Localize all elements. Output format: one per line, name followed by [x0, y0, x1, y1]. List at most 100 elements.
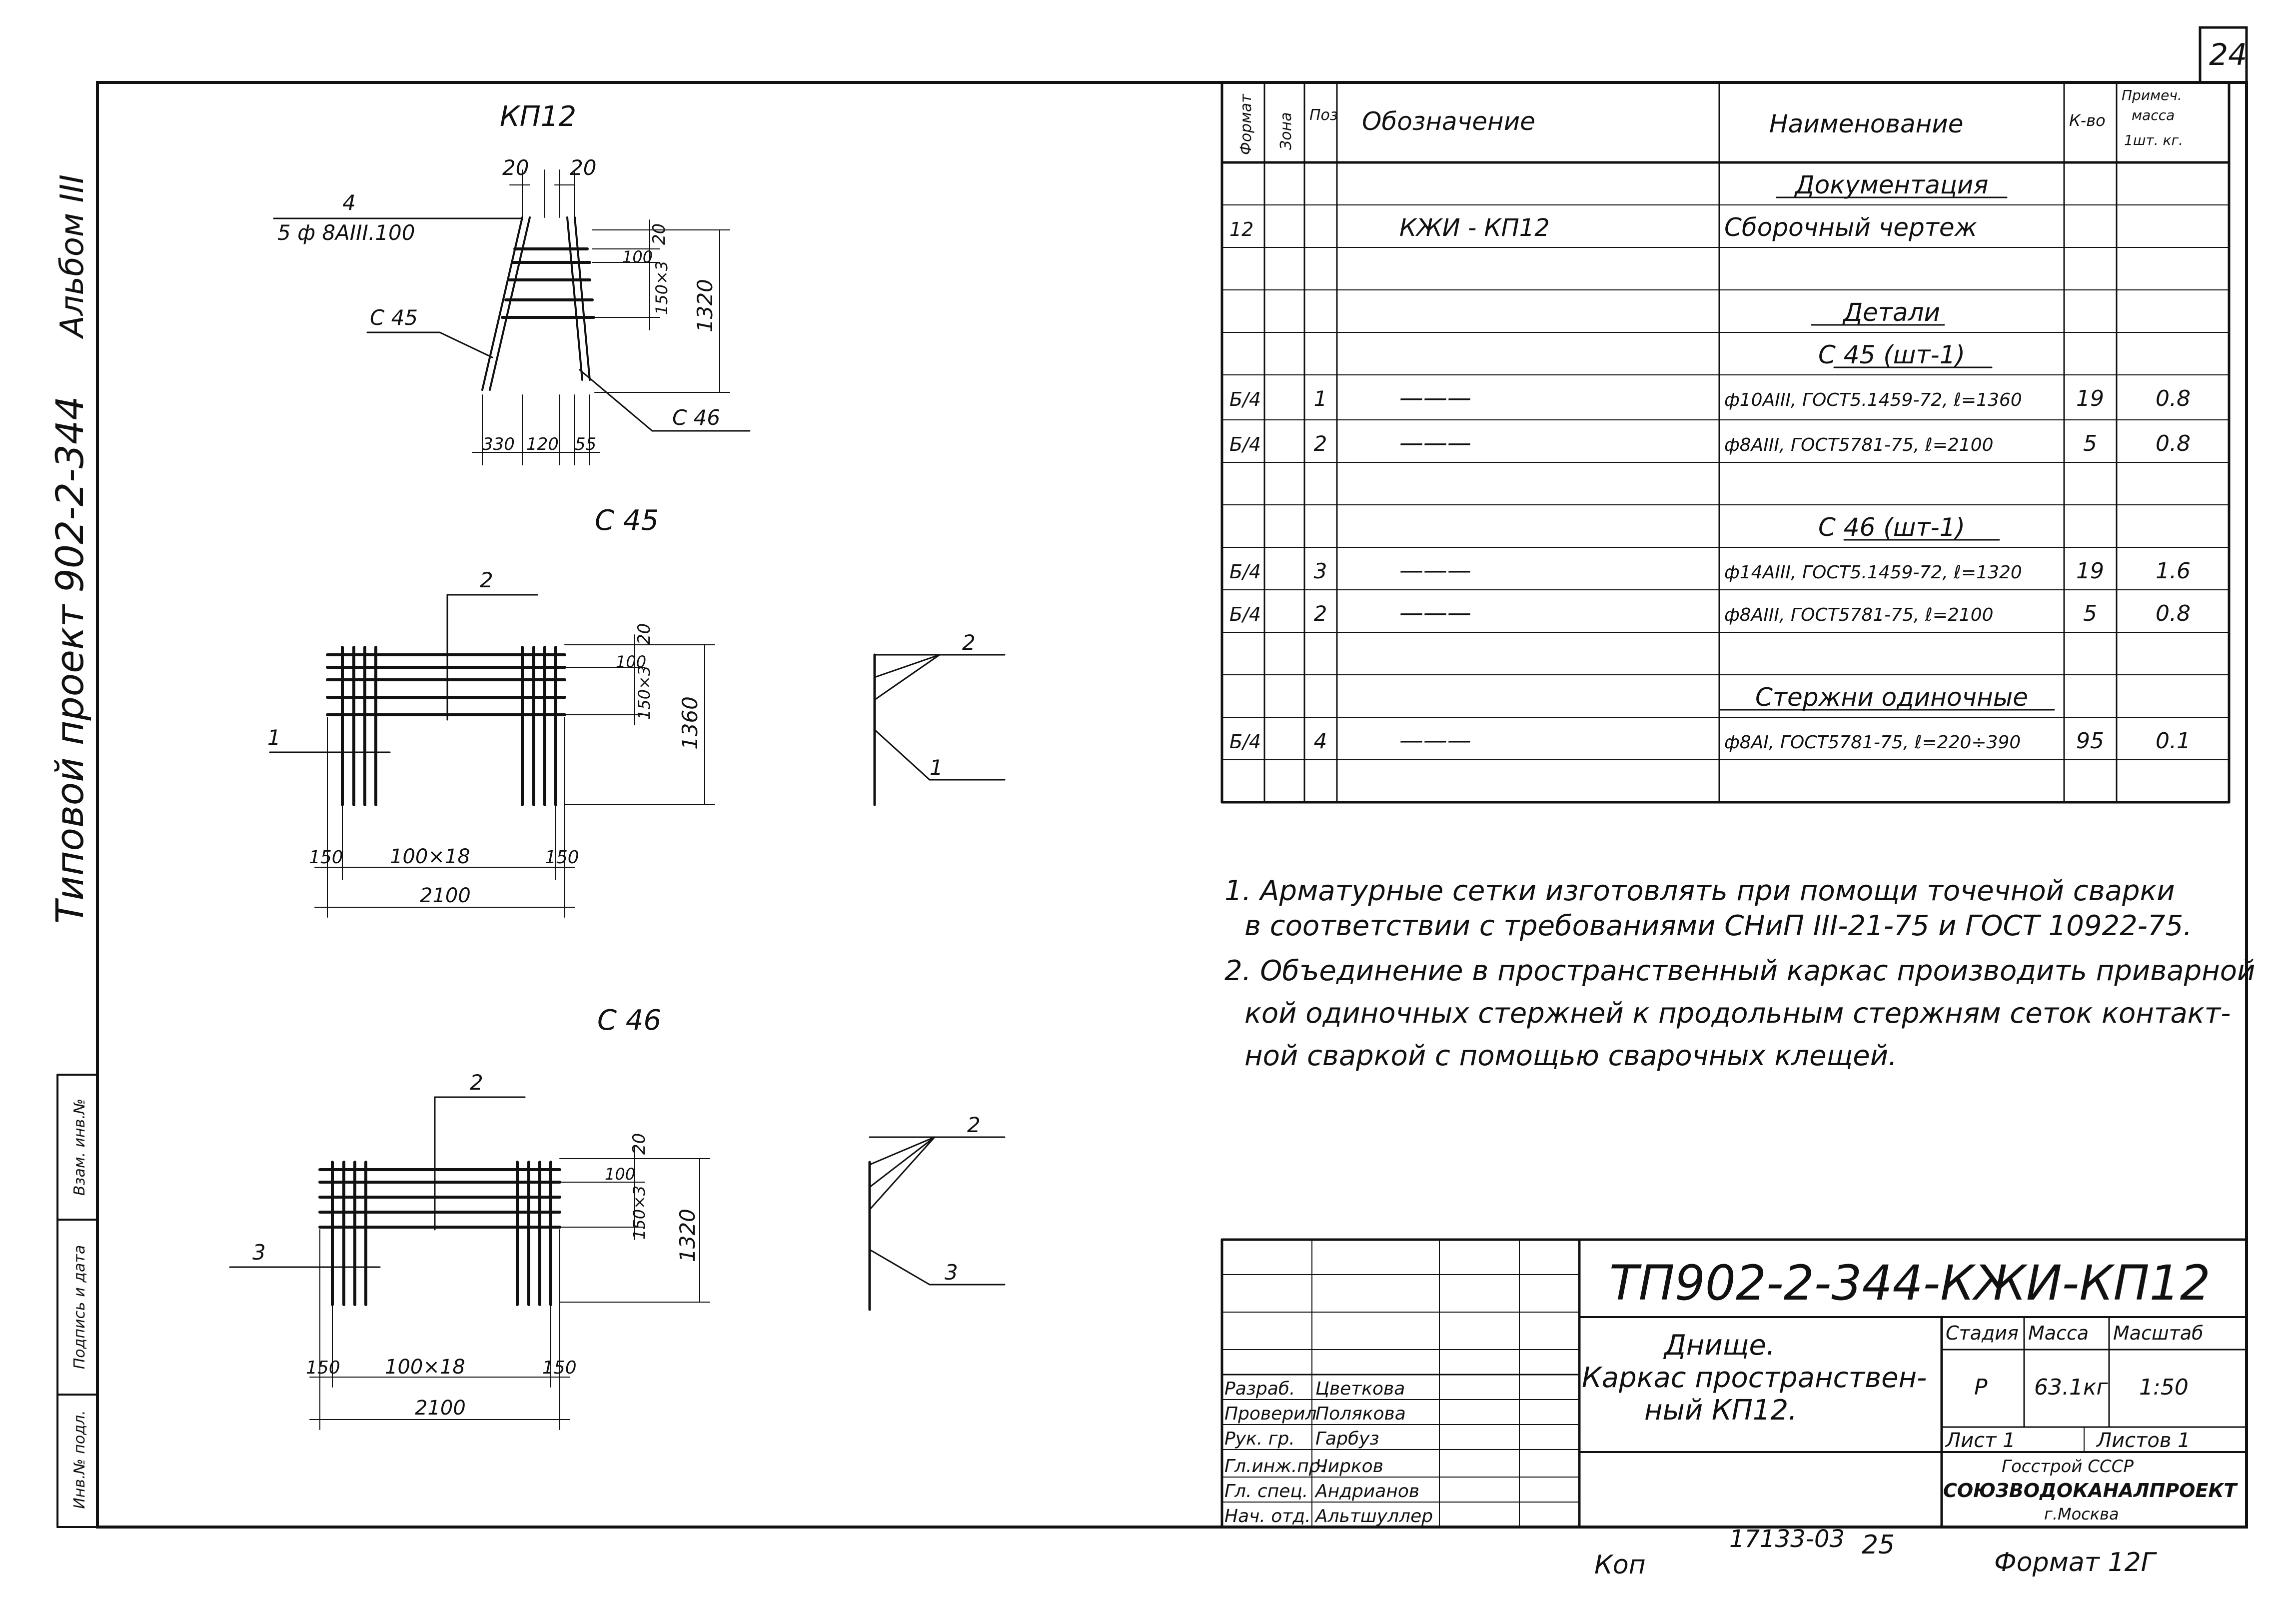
kp12-label-c46: С 46 — [672, 405, 720, 430]
note-line-3: 2. Объединение в пространственный каркас… — [1224, 955, 2256, 987]
spec-row-format: 12 — [1229, 218, 1253, 240]
spec-row-name: ф8AIII, ГОСТ5781-75, ℓ=2100 — [1724, 605, 1994, 625]
org-line-1: Госстрой СССР — [2002, 1457, 2134, 1477]
spec-header-note: Примеч. масса 1шт. кг. — [2122, 87, 2183, 148]
spec-row-heading: Документация — [1794, 170, 1989, 199]
c45-dim-1360: 1360 — [678, 696, 702, 750]
kp12-dim-150x3: 150×3 — [652, 261, 671, 315]
note-line-5: ной сваркой с помощью сварочных клещей. — [1244, 1040, 1897, 1072]
c45-dim-2100: 2100 — [420, 884, 471, 907]
stage-label: Стадия — [1946, 1322, 2019, 1344]
c45-pos-top: 2 — [480, 568, 493, 592]
kp12-dim-120: 120 — [526, 434, 559, 454]
spec-header-note-1: Примеч. — [2122, 87, 2182, 103]
c46-dim-2100: 2100 — [415, 1397, 466, 1420]
spec-row-note: 0.1 — [2156, 728, 2191, 754]
spec-table-rows: Документация 12 КЖИ - КП12 Сборочный чертеж… — [1229, 170, 2191, 754]
kp12-dim-55: 55 — [575, 434, 596, 454]
spec-row-designation: ——— — [1399, 556, 1471, 584]
spec-row-note: 0.8 — [2156, 431, 2191, 456]
c45-pos-left: 1 — [267, 725, 281, 750]
person-role: Гл. спец. — [1224, 1481, 1308, 1502]
spec-row-format: Б/4 — [1229, 731, 1261, 753]
kp12-label-c45: С 45 — [370, 305, 418, 330]
title-name-3: ный КП12. — [1644, 1394, 1797, 1427]
spec-row-qty: 95 — [2076, 728, 2104, 754]
footer-copied: Коп — [1594, 1550, 1646, 1580]
spec-row-name: ф8AIII, ГОСТ5781-75, ℓ=2100 — [1724, 435, 1994, 455]
spec-row-heading: С 46 (шт-1) — [1818, 513, 1965, 542]
c46-title: С 46 — [597, 1004, 661, 1037]
spec-heading-underlines — [1718, 196, 2055, 711]
stamp-vzam-inv: Взам. инв.№ — [71, 1098, 88, 1196]
spec-row-name: Сборочный чертеж — [1724, 213, 1977, 242]
c46-dim-100x18: 100×18 — [385, 1356, 465, 1379]
footer-order: 17133-03 — [1729, 1525, 1845, 1553]
person-role: Гл.инж.пр. — [1224, 1456, 1326, 1477]
note-line-4: кой одиночных стержней к продольным стер… — [1244, 997, 2231, 1030]
spec-header-designation: Обозначение — [1362, 107, 1535, 136]
kp12-dim-20: 20 — [649, 223, 669, 245]
project-label: Типовой проект 902-2-344 — [47, 396, 92, 924]
kp12-labels: КП12 20 20 4 5 ф 8AIII.100 С 45 С 46 20 … — [277, 100, 720, 454]
c46-pos-left: 3 — [252, 1240, 266, 1265]
c46-labels: С 46 2 3 20 100 150×3 1320 150 100×18 15… — [252, 1004, 981, 1420]
left-stamp — [56, 1074, 98, 1528]
person-role: Проверил — [1224, 1404, 1317, 1424]
spec-header-format: Формат — [1237, 93, 1255, 155]
org-line-3: г.Москва — [2044, 1505, 2119, 1524]
kp12-dim-top-left: 20 — [502, 155, 529, 180]
person-role: Разраб. — [1224, 1379, 1295, 1399]
title-block-text: ТП902-2-344-КЖИ-КП12 Днище. Каркас прост… — [1582, 1255, 2238, 1524]
kp12-rebar-pos: 4 — [342, 190, 356, 215]
mass-label: Масса — [2028, 1322, 2089, 1344]
title-block-grid — [1220, 1238, 2248, 1529]
person-role: Нач. отд. — [1224, 1506, 1311, 1527]
person-role: Рук. гр. — [1224, 1429, 1295, 1449]
person-name: Чирков — [1315, 1456, 1383, 1477]
album-label: Альбом III — [54, 174, 91, 338]
spec-row-designation: ——— — [1399, 726, 1471, 754]
stamp-inv-podl: Инв.№ подл. — [71, 1410, 88, 1509]
c46-dim-150-left: 150 — [306, 1358, 340, 1378]
spec-row-format: Б/4 — [1229, 388, 1261, 410]
spec-table-headers: Формат Зона Поз Обозначение Наименование… — [1237, 93, 2106, 155]
spec-header-note-2: масса — [2132, 107, 2175, 123]
spec-row-qty: 5 — [2083, 601, 2097, 626]
kp12-view — [273, 169, 751, 465]
kp12-dim-1320: 1320 — [693, 279, 717, 332]
c45-dim-20: 20 — [634, 623, 654, 645]
c45-mesh — [269, 594, 1006, 918]
c46-dim-150-right: 150 — [542, 1358, 577, 1378]
c46-dim-100: 100 — [605, 1165, 635, 1184]
c46-dim-20: 20 — [629, 1133, 649, 1155]
kp12-dim-100: 100 — [622, 247, 653, 266]
c45-dim-150x3: 150×3 — [635, 666, 654, 720]
c46-side-pos-bottom: 3 — [945, 1260, 958, 1285]
spec-row-designation: ——— — [1399, 429, 1471, 457]
c45-dim-100: 100 — [616, 652, 646, 671]
spec-row-pos: 3 — [1314, 559, 1327, 583]
sheets-label: Листов 1 — [2096, 1429, 2191, 1452]
spec-header-note-3: 1шт. кг. — [2124, 132, 2183, 148]
spec-row-designation: КЖИ - КП12 — [1399, 214, 1550, 242]
sheet-number: 24 — [2209, 37, 2248, 72]
scale-value: 1:50 — [2139, 1375, 2189, 1400]
c46-pos-top: 2 — [470, 1070, 483, 1095]
c45-title: С 45 — [595, 504, 659, 537]
spec-row-designation: ——— — [1399, 599, 1471, 627]
spec-row-name: ф14AIII, ГОСТ5.1459-72, ℓ=1320 — [1724, 562, 2022, 583]
spec-row-name: ф8AI, ГОСТ5781-75, ℓ=220÷390 — [1724, 732, 2021, 753]
spec-row-qty: 19 — [2076, 558, 2104, 584]
sheet-number-box — [2199, 26, 2248, 84]
kp12-rebar-text: 5 ф 8AIII.100 — [277, 220, 415, 245]
c45-dim-150-left: 150 — [309, 847, 343, 868]
spec-header-pos: Поз — [1309, 106, 1338, 124]
stage-value: Р — [1974, 1375, 1988, 1400]
note-line-2: в соответствии с требованиями СНиП III-2… — [1244, 910, 2193, 942]
title-name-1: Днище. — [1663, 1329, 1775, 1362]
spec-row-heading: Стержни одиночные — [1755, 683, 2028, 712]
note-line-1: 1. Арматурные сетки изготовлять при помо… — [1224, 875, 2175, 907]
